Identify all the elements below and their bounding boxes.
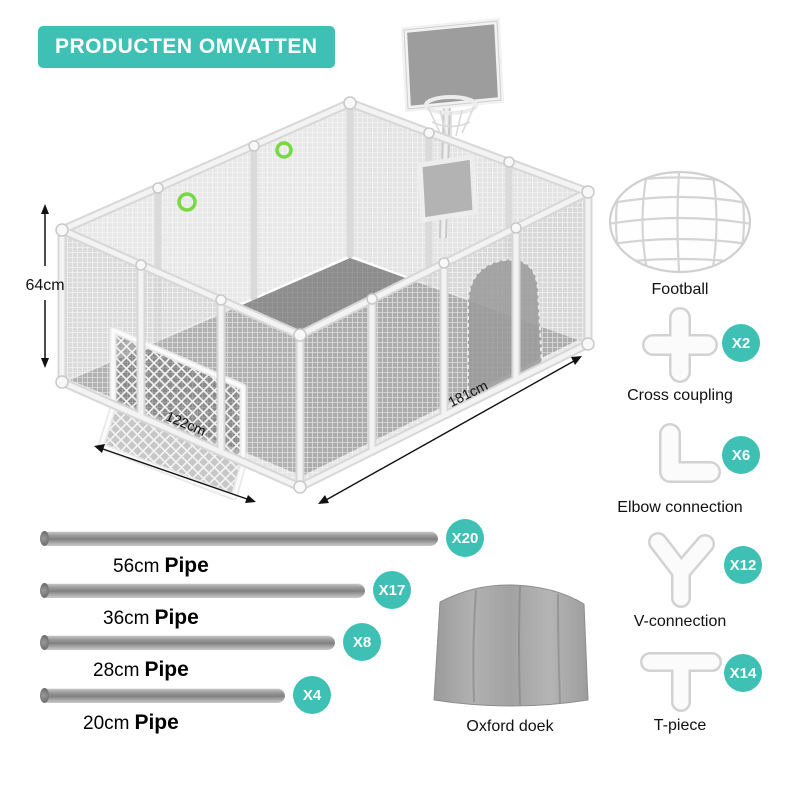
oxford-cloth-icon <box>433 584 589 707</box>
basketball-hoop <box>400 17 505 239</box>
door-arch <box>467 258 543 404</box>
pipe-56cm-qty-badge: X20 <box>446 519 484 557</box>
playpen-illustration: 64cm 122cm 181cm <box>25 17 595 504</box>
pipe-28cm-qty-badge: X8 <box>343 623 381 661</box>
dim-height-label: 64cm <box>25 277 64 294</box>
component-elbow-connection-label: Elbow connection <box>617 499 743 516</box>
component-cross-coupling-label: Cross coupling <box>627 387 733 404</box>
pipe-36cm-qty-badge: X17 <box>373 571 411 609</box>
frame-connectors <box>55 96 595 494</box>
t-piece-icon <box>640 652 722 712</box>
cross-coupling-icon <box>642 307 718 383</box>
v-connection-icon <box>648 532 715 608</box>
elbow-connection-qty-badge: X6 <box>722 436 760 474</box>
elbow-connection-icon <box>659 423 721 483</box>
football-net-icon <box>608 170 752 274</box>
component-elbow-connection: X6 Elbow connection <box>598 420 762 517</box>
component-v-connection-label: V-connection <box>633 613 727 630</box>
hoop-mount-board <box>417 154 478 223</box>
t-piece-qty-badge: X14 <box>724 654 762 692</box>
hoop-net <box>427 106 475 138</box>
hanging-rings <box>177 141 293 212</box>
component-cross-coupling: X2 Cross coupling <box>598 306 762 405</box>
pipe-36cm <box>40 583 365 598</box>
title-banner: PRODUCTEN OMVATTEN <box>38 26 335 68</box>
oxford-cloth-label: Oxford doek <box>466 718 554 735</box>
pipe-20cm <box>40 688 285 703</box>
pipe-56cm <box>40 531 438 546</box>
component-t-piece: X14 T-piece <box>598 636 762 735</box>
page-title: PRODUCTEN OMVATTEN <box>55 35 318 58</box>
component-v-connection: X12 V-connection <box>598 526 762 631</box>
frame-tubes <box>55 96 595 494</box>
v-connection-qty-badge: X12 <box>724 546 762 584</box>
component-football-label: Football <box>651 281 709 298</box>
cross-coupling-qty-badge: X2 <box>722 324 760 362</box>
component-t-piece-label: T-piece <box>653 717 707 734</box>
component-football: Football <box>598 166 762 299</box>
pipe-28cm <box>40 635 335 650</box>
pipe-20cm-qty-badge: X4 <box>293 676 331 714</box>
